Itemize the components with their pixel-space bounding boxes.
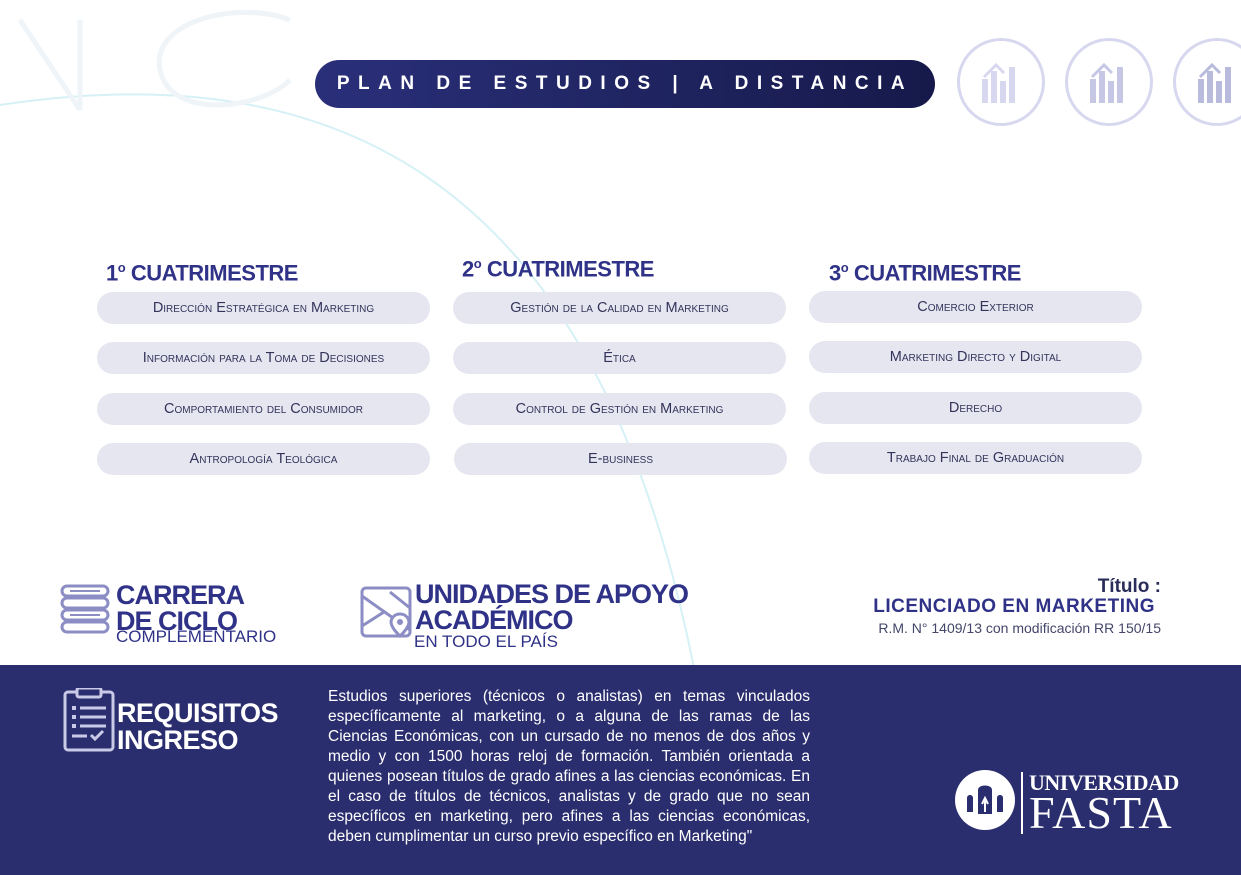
chart-badge-icon: [957, 38, 1045, 126]
books-icon: [60, 584, 110, 634]
map-pin-icon: [360, 586, 412, 639]
subject-item: Información para la Toma de Decisiones: [97, 342, 430, 374]
subject-item: E-business: [454, 443, 787, 475]
subject-item: Marketing Directo y Digital: [809, 341, 1142, 373]
feature-subtitle: COMPLEMENTARIO: [116, 627, 277, 646]
requirements-text: Estudios superiores (técnicos o analista…: [328, 688, 810, 845]
semester-title-3: 3o CUATRIMESTRE: [829, 260, 1021, 286]
degree-name: LICENCIADO EN MARKETING: [873, 596, 1155, 617]
subject-item: Gestión de la Calidad en Marketing: [453, 292, 786, 324]
feature-title: UNIDADES DE APOYO ACADÉMICO: [415, 579, 689, 635]
subject-item: Antropología Teológica: [97, 443, 430, 475]
chart-badge-icon: [1173, 38, 1241, 126]
fasta-logo-icon: [955, 770, 1015, 830]
subject-item: Comportamiento del Consumidor: [97, 393, 430, 425]
logo-divider: [1021, 772, 1023, 834]
subject-item: Ética: [453, 342, 786, 374]
footer-section: [0, 665, 1241, 875]
checklist-icon: [63, 688, 115, 752]
subject-item: Comercio Exterior: [809, 291, 1142, 323]
logo-university: UNIVERSIDAD: [1029, 770, 1179, 795]
subject-item: Derecho: [809, 392, 1142, 424]
header-banner: PLAN DE ESTUDIOS | A DISTANCIA: [315, 60, 935, 108]
subject-item: Trabajo Final de Graduación: [809, 442, 1142, 474]
page-title: PLAN DE ESTUDIOS | A DISTANCIA: [336, 73, 914, 94]
chart-badge-icon: [1065, 38, 1153, 126]
degree-resolution: R.M. N° 1409/13 con modificación RR 150/…: [878, 620, 1161, 636]
subject-item: Dirección Estratégica en Marketing: [97, 292, 430, 324]
requirements-title: REQUISITOS INGRESO: [117, 698, 279, 755]
feature-subtitle: EN TODO EL PAÍS: [414, 632, 558, 651]
semester-title-1: 1o CUATRIMESTRE: [106, 260, 298, 286]
subject-item: Control de Gestión en Marketing: [453, 393, 786, 425]
logo-fasta: FASTA: [1029, 787, 1173, 838]
degree-label: Título :: [1097, 576, 1161, 597]
feature-title: CARRERA DE CICLO: [116, 580, 245, 636]
semester-title-2: 2o CUATRIMESTRE: [462, 256, 654, 282]
